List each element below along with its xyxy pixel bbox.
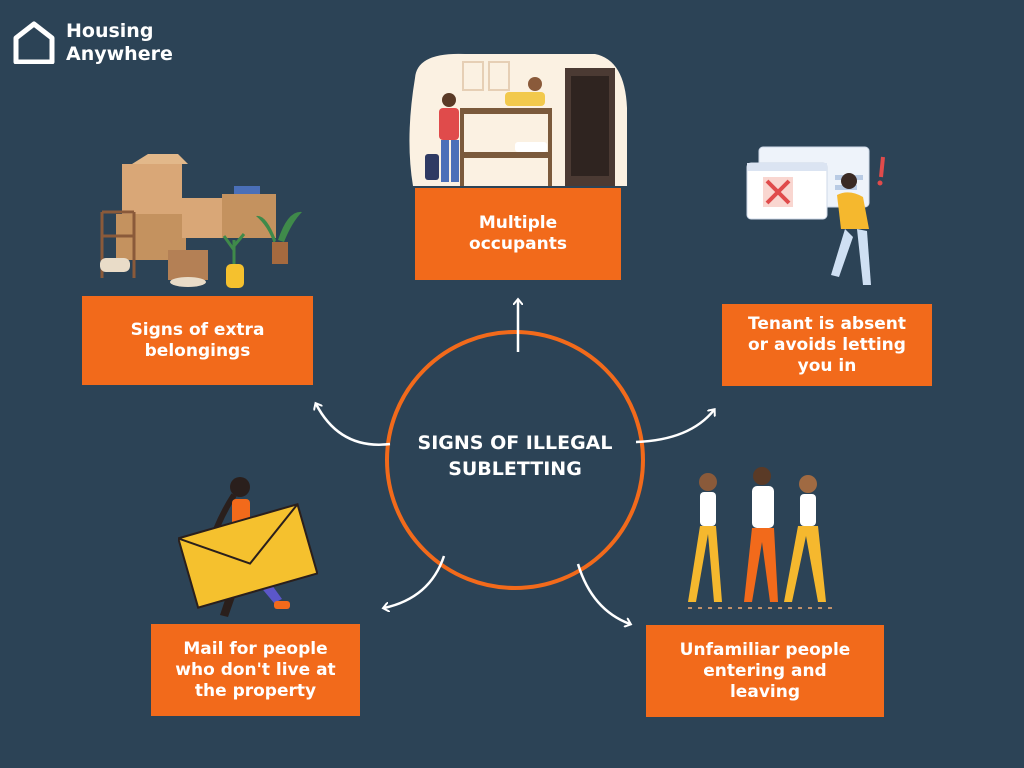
- moving-boxes-illustration: [100, 154, 302, 288]
- brand-name-line2: Anywhere: [66, 43, 173, 65]
- sign-multiple-occupants: Multiple occupants: [415, 188, 621, 280]
- bunk-bed-room-illustration: [409, 53, 627, 186]
- woman-with-envelope-illustration: [178, 477, 318, 617]
- sign-label: Signs of extra belongings: [130, 319, 265, 361]
- brand-name: Housing Anywhere: [66, 20, 173, 66]
- center-circle: [385, 330, 645, 590]
- sign-label: Mail for people who don't live at the pr…: [175, 638, 336, 701]
- house-outline-icon: [13, 21, 55, 64]
- sign-label: Unfamiliar people entering and leaving: [679, 639, 851, 702]
- sign-unfamiliar-people: Unfamiliar people entering and leaving: [646, 625, 884, 717]
- browser-error-illustration: [746, 146, 885, 285]
- sign-mail: Mail for people who don't live at the pr…: [151, 624, 360, 716]
- brand-logo: Housing Anywhere: [12, 20, 173, 66]
- arrow-to-mail: [384, 555, 446, 608]
- sign-extra-belongings: Signs of extra belongings: [82, 296, 313, 385]
- sign-tenant-absent: Tenant is absent or avoids letting you i…: [722, 304, 932, 386]
- arrow-to-unfamiliar-people: [576, 563, 630, 624]
- sign-label: Tenant is absent or avoids letting you i…: [748, 313, 906, 376]
- arrow-to-extra-belongings: [316, 404, 391, 446]
- arrow-to-tenant-absent: [635, 410, 714, 444]
- brand-name-line1: Housing: [66, 20, 154, 42]
- sign-label: Multiple occupants: [469, 213, 567, 254]
- walking-group-illustration: [688, 467, 838, 609]
- center-title: SIGNS OF ILLEGAL SUBLETTING: [417, 432, 613, 480]
